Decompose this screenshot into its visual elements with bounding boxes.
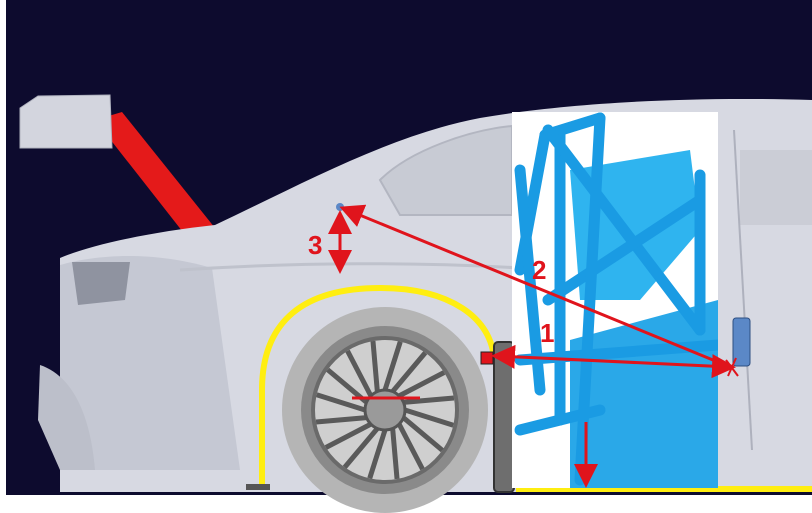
wheel-spoke xyxy=(390,351,428,394)
sill-dark-mark xyxy=(246,484,270,490)
wheel-spoke xyxy=(342,426,380,469)
label-2: 2 xyxy=(532,255,546,285)
side-marker xyxy=(732,317,751,367)
white-frame-left xyxy=(0,0,6,513)
wheel-spoke xyxy=(370,340,380,392)
label-1: 1 xyxy=(540,318,554,348)
rear-bumper xyxy=(38,365,95,470)
wheel-spoke xyxy=(403,395,455,405)
rear-wing-strut xyxy=(95,112,215,236)
rear-wing-endplate xyxy=(19,94,113,149)
roll-cage-panel xyxy=(512,112,718,488)
wheel-spoke xyxy=(367,429,388,480)
wheel-spoke xyxy=(382,340,403,391)
wheel-spoke xyxy=(345,349,374,398)
rear-lights xyxy=(72,262,130,305)
label-3: 3 xyxy=(308,230,322,260)
wheel-spoke xyxy=(315,415,367,425)
shoulder-line xyxy=(179,262,521,272)
rear-quarter-shade xyxy=(60,255,240,470)
rear-wheel xyxy=(282,307,488,513)
measure-point-flap xyxy=(480,351,494,365)
door-seam xyxy=(733,129,753,451)
wheel-spoke xyxy=(315,392,366,413)
wheel-spoke xyxy=(401,415,444,453)
rocker-cross-mark xyxy=(725,357,739,377)
wheel-arch-line xyxy=(259,284,497,488)
sill-yellow-line xyxy=(516,486,812,492)
dimension-arrow-1 xyxy=(491,344,736,379)
dimension-arrow-2 xyxy=(339,204,731,369)
wheel-spoke xyxy=(324,421,373,450)
wheel-spoke xyxy=(397,370,446,399)
mud-flap xyxy=(493,341,515,493)
measure-point-roof xyxy=(336,203,344,211)
side-window-right xyxy=(740,150,812,225)
wheel-spoke xyxy=(390,428,400,480)
wheel-spoke xyxy=(404,407,455,428)
wheel-spoke xyxy=(396,422,425,471)
